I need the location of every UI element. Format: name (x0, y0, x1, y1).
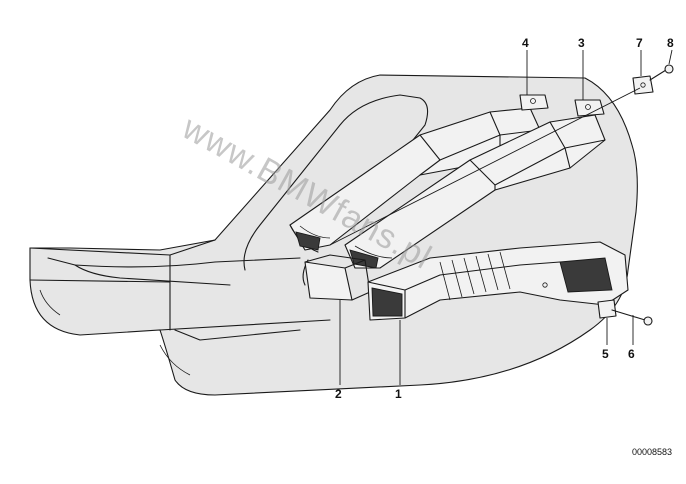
callout-2: 2 (335, 387, 342, 401)
bracket-4 (519, 94, 549, 111)
air-duct-1 (367, 241, 629, 321)
callout-6: 6 (628, 347, 635, 361)
callout-1: 1 (395, 387, 402, 401)
callout-3: 3 (578, 36, 585, 50)
clip-7 (632, 75, 654, 95)
bracket-3 (574, 99, 605, 117)
air-duct-3 (344, 114, 606, 269)
screw-6 (611, 309, 653, 326)
callout-7: 7 (636, 36, 643, 50)
part-number: 00008583 (632, 447, 672, 457)
clip-5 (597, 299, 617, 319)
screw-8 (649, 64, 674, 81)
callout-5: 5 (602, 347, 609, 361)
callout-8: 8 (667, 36, 674, 50)
leader-lines (329, 49, 673, 385)
air-duct-2 (304, 254, 371, 301)
callout-4: 4 (522, 36, 529, 50)
